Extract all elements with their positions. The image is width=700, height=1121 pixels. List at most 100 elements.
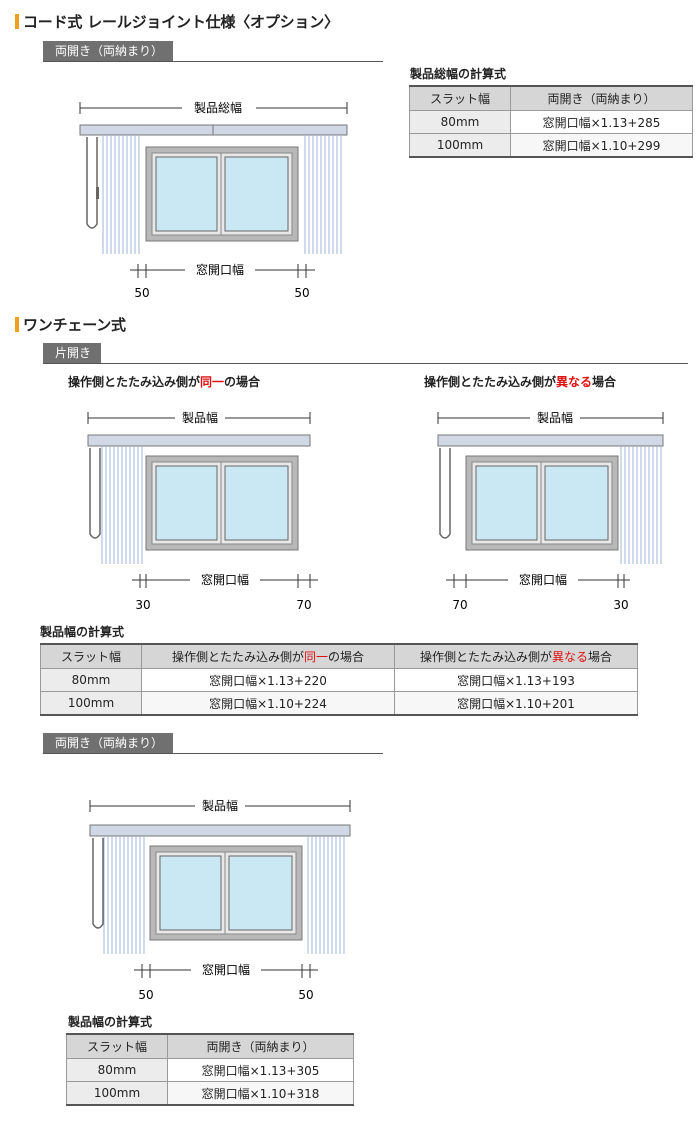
header-text: 場合 [588,650,613,664]
right-offset-label: 50 [298,988,313,1002]
left-offset-label: 50 [134,286,149,300]
header-text: 操作側とたたみ込み側が [171,650,304,664]
diagram-one-side-same: 製品幅 窓開口幅 30 70 [87,410,318,612]
left-offset-label: 30 [135,598,150,612]
caption-text: 場合 [592,375,617,389]
top-width-label: 製品幅 [182,410,218,425]
window-pane-left [475,465,538,541]
right-offset-label: 50 [294,286,309,300]
chain-loop [92,838,104,929]
table-row: 80mm 窓開口幅×1.13+220 窓開口幅×1.13+193 [40,668,638,692]
table-header: スラット幅 [409,85,511,111]
right-slat-stack [307,836,345,954]
window-pane-right [228,855,293,931]
table-cell: 窓開口幅×1.13+305 [167,1058,354,1082]
table-header: スラット幅 [66,1033,168,1059]
caption-text: 操作側とたたみ込み側が [68,375,201,389]
right-slat-stack [304,135,342,254]
rail [89,824,351,837]
chain-loop [439,448,451,539]
table-cell: 窓開口幅×1.10+299 [510,133,693,158]
label-bg [508,572,578,588]
table-header: 両開き（両納まり） [167,1033,354,1059]
left-slat-stack [103,836,145,954]
formula-table-rail-joint: スラット幅 両開き（両納まり） 80mm 窓開口幅×1.13+285 100mm… [409,85,693,158]
label-bg [530,410,580,426]
table-cell: 100mm [40,691,142,716]
slat-stack [620,446,662,564]
cord-loop [86,137,98,229]
diagram-one-side-different: 製品幅 窓開口幅 70 30 [437,410,664,612]
table-cell: 100mm [409,133,511,158]
table-cell: 窓開口幅×1.10+201 [394,691,638,716]
left-offset-label: 50 [138,988,153,1002]
label-bg [190,572,260,588]
table-cell: 窓開口幅×1.13+193 [394,668,638,692]
table-row: 100mm 窓開口幅×1.10+224 窓開口幅×1.10+201 [40,691,638,716]
formula-title: 製品幅の計算式 [68,1015,153,1029]
label-bg [175,410,225,426]
table-cell: 窓開口幅×1.13+285 [510,110,693,134]
caption-different-side: 操作側とたたみ込み側が異なる場合 [424,373,616,390]
rail [437,434,664,447]
section-title-one-chain: ワンチェーン式 [15,314,126,335]
window-width-label: 窓開口幅 [196,262,244,277]
subtab-both-sides: 両開き（両納まり） [43,41,174,62]
window-pane-left [159,855,222,931]
window-width-label: 窓開口幅 [201,572,249,587]
rail [87,434,311,447]
section-title-cord-rail-joint: コード式 レールジョイント仕様〈オプション〉 [15,11,339,32]
table-cell: 80mm [409,110,511,134]
section-title-text: ワンチェーン式 [23,316,126,334]
diagram-one-chain-both: 製品幅 窓開口幅 50 50 [89,798,351,1002]
subtab-underline [43,753,383,754]
table-row: 80mm 窓開口幅×1.13+285 [409,110,693,134]
window-pane-right [544,465,609,541]
formula-table-one-chain-both: スラット幅 両開き（両納まり） 80mm 窓開口幅×1.13+305 100mm… [66,1033,354,1106]
caption-text: の場合 [224,375,261,389]
caption-highlight: 同一 [200,375,225,389]
top-width-label: 製品幅 [202,798,238,813]
header-highlight: 同一 [303,650,328,664]
window-width-label: 窓開口幅 [519,572,567,587]
table-cell: 80mm [66,1058,168,1082]
formula-title: 製品幅の計算式 [40,625,125,639]
header-highlight: 異なる [551,650,588,664]
chain-loop [89,448,101,539]
table-cell: 80mm [40,668,142,692]
table-row: 80mm 窓開口幅×1.13+305 [66,1058,354,1082]
subtab-underline [43,363,688,364]
subtab-underline [43,61,383,62]
top-width-label: 製品総幅 [194,100,242,115]
caption-highlight: 異なる [556,375,593,389]
label-bg [185,262,255,278]
label-bg [191,962,261,978]
accent-bar [15,14,19,29]
diagram-rail-joint-both: 製品総幅 窓開口幅 50 50 [79,100,348,300]
subtab-both-sides: 両開き（両納まり） [43,733,174,754]
header-text: 操作側とたたみ込み側が [419,650,552,664]
label-bg [182,100,256,116]
left-slat-stack [102,135,140,254]
formula-title: 製品総幅の計算式 [410,67,507,81]
table-cell: 窓開口幅×1.10+224 [141,691,395,716]
table-row: 100mm 窓開口幅×1.10+299 [409,133,693,158]
window-pane-right [224,156,289,232]
section-title-text: コード式 レールジョイント仕様〈オプション〉 [23,13,339,31]
caption-same-side: 操作側とたたみ込み側が同一の場合 [68,373,260,390]
table-cell: 100mm [66,1081,168,1106]
header-text: の場合 [328,650,365,664]
window-width-label: 窓開口幅 [202,962,250,977]
table-cell: 窓開口幅×1.10+318 [167,1081,354,1106]
formula-table-one-chain: スラット幅 操作側とたたみ込み側が同一の場合 操作側とたたみ込み側が異なる場合 … [40,643,638,716]
left-offset-label: 70 [452,598,467,612]
window-pane-left [155,156,218,232]
window-pane-left [155,465,218,541]
right-offset-label: 70 [296,598,311,612]
accent-bar [15,317,19,332]
table-header: スラット幅 [40,643,142,669]
slat-stack [101,446,143,564]
cord-weight [96,187,99,199]
table-row: 100mm 窓開口幅×1.10+318 [66,1081,354,1106]
subtab-one-side: 片開き [43,343,102,364]
